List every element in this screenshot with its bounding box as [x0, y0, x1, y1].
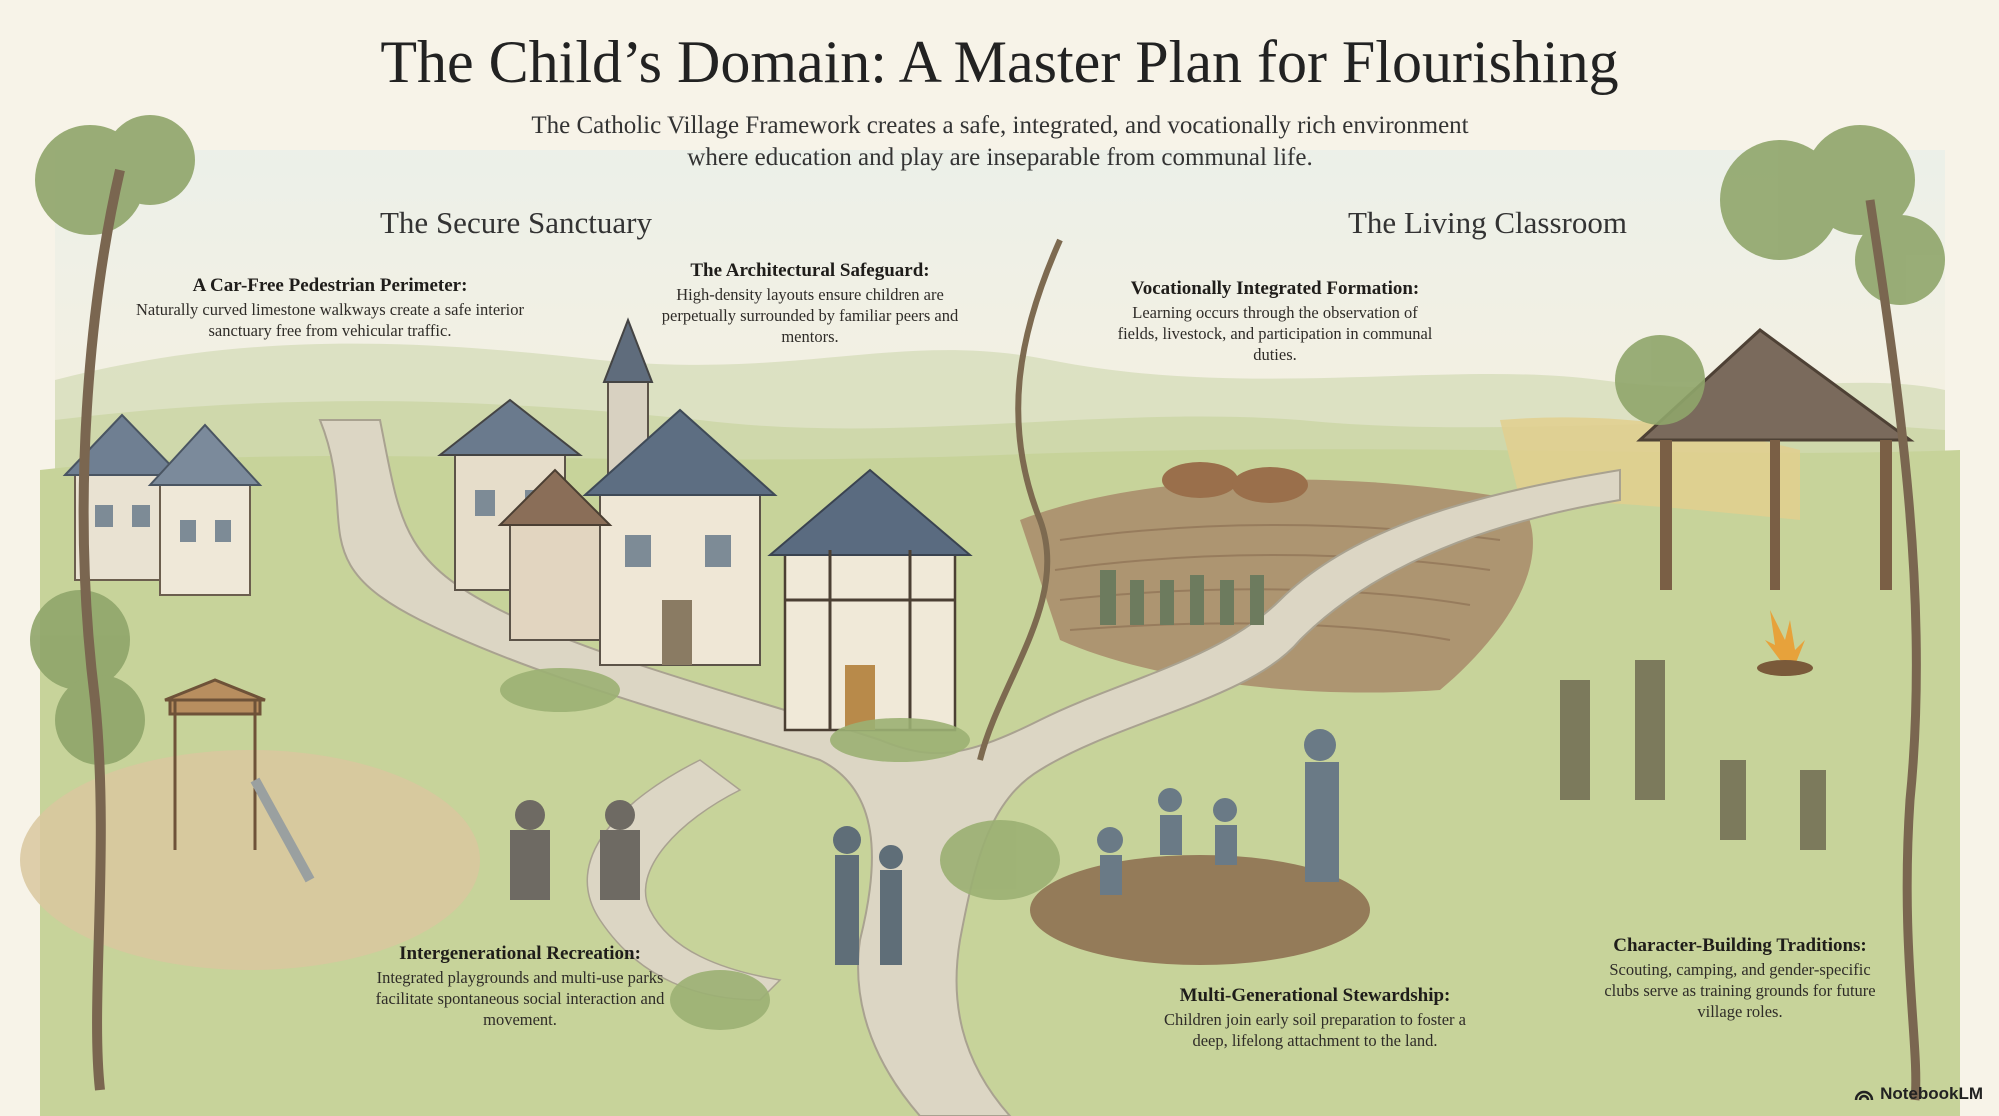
- house-center-3: [497, 468, 613, 641]
- house-left-2: [147, 423, 263, 596]
- section-secure-sanctuary: The Secure Sanctuary: [380, 205, 652, 240]
- callout-safeguard-body: High-density layouts ensure children are…: [661, 285, 959, 346]
- callout-safeguard: The Architectural Safeguard: High-densit…: [650, 260, 970, 347]
- notebooklm-brand: NotebookLM: [1854, 1084, 1983, 1104]
- callout-stewardship-body: Children join early soil preparation to …: [1164, 1010, 1466, 1050]
- page-subtitle: The Catholic Village Framework creates a…: [531, 112, 1469, 171]
- section-living-classroom: The Living Classroom: [1348, 205, 1627, 240]
- callout-recreation-heading: Intergenerational Recreation:: [399, 943, 641, 964]
- callout-traditions: Character-Building Traditions: Scouting,…: [1590, 935, 1890, 1022]
- center-vine: [977, 238, 1063, 761]
- playground-ground: [20, 750, 480, 970]
- callout-formation: Vocationally Integrated Formation: Learn…: [1110, 278, 1440, 365]
- playground-structure: [164, 678, 315, 883]
- callout-perimeter-body: Naturally curved limestone walkways crea…: [135, 300, 525, 340]
- notebooklm-logo-icon: [1854, 1090, 1874, 1101]
- campfire: [1757, 610, 1813, 676]
- callout-traditions-body: Scouting, camping, and gender-specific c…: [1604, 960, 1876, 1021]
- house-tudor: [767, 468, 973, 732]
- house-center-2: [582, 408, 778, 666]
- tree-trunk-left: [78, 168, 125, 1091]
- page-title: The Child’s Domain: A Master Plan for Fl…: [380, 29, 1619, 95]
- house-left-1: [62, 413, 183, 581]
- horses: [1162, 462, 1308, 503]
- callout-recreation-body: Integrated playgrounds and multi-use par…: [375, 968, 665, 1029]
- callout-safeguard-heading: The Architectural Safeguard:: [690, 260, 930, 281]
- callout-perimeter: A Car-Free Pedestrian Perimeter: Natural…: [120, 275, 540, 341]
- callout-formation-heading: Vocationally Integrated Formation:: [1130, 278, 1420, 299]
- people-field: [1100, 570, 1264, 625]
- callout-perimeter-heading: A Car-Free Pedestrian Perimeter:: [192, 275, 468, 296]
- pavilion: [1636, 328, 1915, 590]
- callout-recreation: Intergenerational Recreation: Integrated…: [360, 943, 680, 1030]
- people-path: [833, 826, 903, 965]
- bushes: [500, 668, 1060, 1030]
- callout-stewardship: Multi-Generational Stewardship: Children…: [1150, 985, 1480, 1051]
- scouts: [1560, 660, 1826, 850]
- callout-formation-body: Learning occurs through the observation …: [1117, 303, 1433, 364]
- callout-traditions-heading: Character-Building Traditions:: [1613, 935, 1867, 956]
- callout-stewardship-heading: Multi-Generational Stewardship:: [1179, 985, 1451, 1006]
- tree-trunk-right: [1865, 199, 1921, 1101]
- garden-children: [1097, 729, 1339, 895]
- elders-music: [510, 800, 640, 900]
- brand-label: NotebookLM: [1880, 1084, 1983, 1103]
- tree-left-border: [30, 115, 195, 765]
